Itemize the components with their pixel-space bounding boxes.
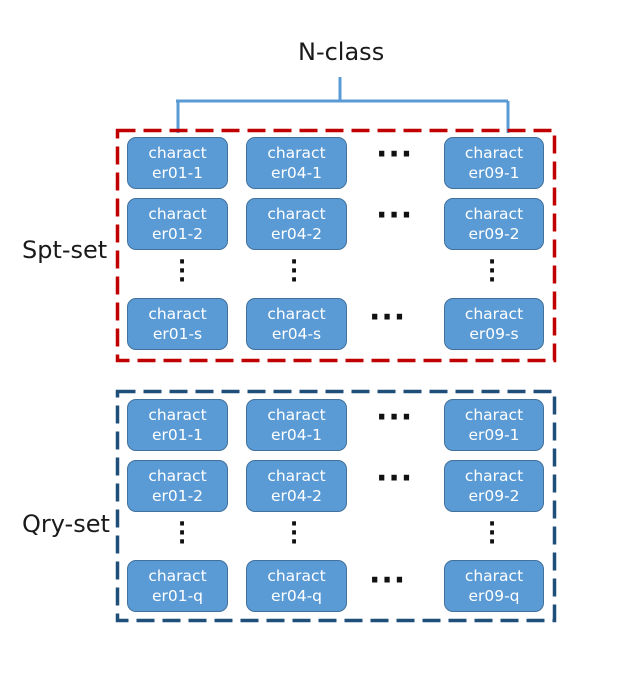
spt-ellipsis-row2: ··· — [376, 198, 414, 233]
spt-node-r1-c2: charact er04-1 — [246, 137, 347, 189]
spt-set-label: Spt-set — [22, 236, 108, 264]
qry-node-r1-c1: charact er01-1 — [127, 399, 228, 451]
qry-set-frame — [115, 389, 557, 623]
spt-ellipsis-row3: ··· — [369, 300, 407, 335]
qry-set-label: Qry-set — [22, 510, 110, 538]
qry-node-r2-c3: charact er09-2 — [444, 460, 544, 512]
qry-ellipsis-row1: ··· — [376, 400, 414, 435]
qry-vdots-col3: ··· — [487, 512, 497, 555]
qry-ellipsis-row2: ··· — [376, 461, 414, 496]
spt-node-r2-c2: charact er04-2 — [246, 198, 347, 250]
spt-node-r2-c3: charact er09-2 — [444, 198, 544, 250]
spt-node-r1-c1: charact er01-1 — [127, 137, 228, 189]
qry-node-r3-c3: charact er09-q — [444, 560, 544, 612]
qry-node-r1-c2: charact er04-1 — [246, 399, 347, 451]
qry-ellipsis-row3: ··· — [369, 563, 407, 598]
spt-node-r3-c1: charact er01-s — [127, 298, 228, 350]
spt-vdots-col1: ··· — [177, 250, 187, 293]
qry-node-r1-c3: charact er09-1 — [444, 399, 544, 451]
nclass-bracket — [176, 77, 510, 133]
spt-node-r2-c1: charact er01-2 — [127, 198, 228, 250]
qry-node-r3-c2: charact er04-q — [246, 560, 347, 612]
qry-node-r2-c2: charact er04-2 — [246, 460, 347, 512]
qry-vdots-col2: ··· — [289, 512, 299, 555]
spt-vdots-col3: ··· — [487, 250, 497, 293]
qry-node-r2-c1: charact er01-2 — [127, 460, 228, 512]
qry-node-r3-c1: charact er01-q — [127, 560, 228, 612]
spt-ellipsis-row1: ··· — [376, 137, 414, 172]
spt-node-r3-c3: charact er09-s — [444, 298, 544, 350]
spt-vdots-col2: ··· — [289, 250, 299, 293]
nclass-title: N-class — [298, 38, 385, 66]
spt-node-r3-c2: charact er04-s — [246, 298, 347, 350]
spt-set-frame — [115, 128, 557, 363]
qry-vdots-col1: ··· — [177, 512, 187, 555]
spt-node-r1-c3: charact er09-1 — [444, 137, 544, 189]
